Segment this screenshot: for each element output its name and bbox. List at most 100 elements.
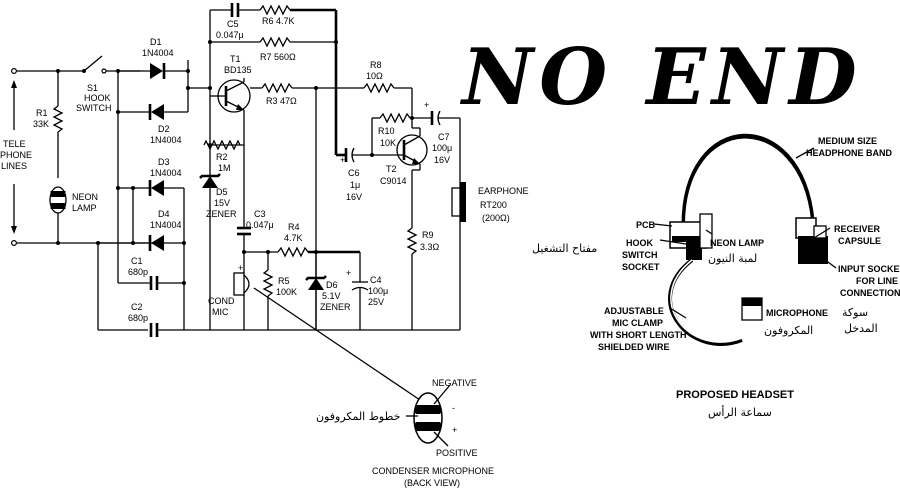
r1-label: R1: [36, 108, 48, 118]
mic-arabic-label: خطوط المكروفون: [316, 410, 400, 423]
mic-clamp-label-3: WITH SHORT LENGTH: [590, 330, 687, 340]
c6-value: 1μ: [350, 180, 360, 190]
mic-plus-sign: +: [452, 425, 457, 435]
c5-label: C5: [227, 19, 239, 29]
r8-label: R8: [370, 60, 382, 70]
mic-positive-label: POSITIVE: [436, 448, 478, 458]
s1-label-3: SWITCH: [76, 103, 112, 113]
t1-value: BD135: [224, 65, 252, 75]
d6-type: ZENER: [320, 302, 351, 312]
mic-clamp-label-2: MIC CLAMP: [612, 318, 663, 328]
neon-lamp-ar: لمبة النيون: [708, 252, 757, 265]
c2-value: 680p: [128, 313, 148, 323]
mic-plus: +: [238, 263, 243, 273]
r5-value: 100K: [276, 287, 297, 297]
c4-label: C4: [370, 275, 382, 285]
d2-value: 1N4004: [150, 135, 182, 145]
t1-label: T1: [230, 54, 241, 64]
earphone-model: RT200: [480, 200, 507, 210]
headset-caption-ar: سماعة الرأس: [708, 405, 772, 419]
c7-label: C7: [438, 132, 450, 142]
c6-plus: +: [340, 155, 345, 165]
terminal-bottom: [11, 240, 18, 247]
s1-label-2: HOOK: [84, 93, 111, 103]
input-socket-ar-1: سوكة: [842, 306, 868, 319]
mic-clamp-label-1: ADJUSTABLE: [604, 306, 664, 316]
input-section: TELE PHONE LINES S1 HOOK SWITCH R1 33K N…: [0, 55, 160, 331]
resistor-r2: [203, 139, 241, 151]
input-socket-label-1: INPUT SOCKET: [838, 264, 900, 274]
receiver-label-1: RECEIVER: [834, 224, 881, 234]
band-label-2: HEADPHONE BAND: [806, 148, 893, 158]
c3-label: C3: [254, 209, 266, 219]
resistor-r3: [261, 82, 293, 94]
r6-label: R6 4.7K: [262, 16, 295, 26]
input-socket-label-2: FOR LINE: [856, 276, 898, 286]
d3-label: D3: [158, 157, 170, 167]
r8-value: 10Ω: [366, 71, 383, 81]
r10-value: 10K: [380, 138, 396, 148]
resistor-r10: [379, 112, 411, 124]
r2-label: R2: [216, 152, 228, 162]
d6-value: 5.1V: [322, 291, 341, 301]
transistor-t2: [396, 134, 428, 166]
diode-d1: [150, 63, 163, 79]
cond-mic-label: COND: [208, 296, 235, 306]
microphone-ar: المكروفون: [764, 324, 813, 337]
r5-label: R5: [278, 276, 290, 286]
tele-label-3: LINES: [1, 161, 27, 171]
c1-value: 680p: [128, 267, 148, 277]
band-label-1: MEDIUM SIZE: [818, 136, 877, 146]
r2-value: 1M: [218, 163, 231, 173]
c2-label: C2: [131, 302, 143, 312]
r9-label: R9: [422, 230, 434, 240]
tele-label-2: PHONE: [0, 150, 32, 160]
diode-d3: [151, 180, 164, 196]
zener-d6: [308, 278, 324, 290]
earphone: [451, 187, 461, 217]
earphone-impedance: (200Ω): [482, 213, 510, 223]
condenser-mic: [233, 272, 245, 296]
s1-label: S1: [87, 83, 98, 93]
neon-label-1: NEON: [72, 192, 98, 202]
r9-value: 3.3Ω: [420, 242, 440, 252]
c4-plus: +: [346, 268, 351, 278]
c4-voltage: 25V: [368, 297, 384, 307]
resistor-r4: [277, 246, 309, 258]
mic-minus: -: [452, 403, 455, 413]
resistor-r8: [363, 82, 395, 94]
title: NO END: [459, 32, 863, 123]
pcb-label: PCB: [636, 220, 656, 230]
diode-d2: [151, 104, 164, 120]
d4-value: 1N4004: [150, 220, 182, 230]
mic-caption-2: (BACK VIEW): [404, 478, 460, 488]
headset: MEDIUM SIZE HEADPHONE BAND RECEIVER CAPS…: [532, 133, 900, 419]
d1-label: D1: [150, 37, 162, 47]
earphone-label: EARPHONE: [478, 186, 529, 196]
d1-value: 1N4004: [142, 48, 174, 58]
neon-lamp: [49, 186, 67, 214]
r4-value: 4.7K: [284, 233, 303, 243]
d4-label: D4: [158, 209, 170, 219]
t2-label: T2: [386, 164, 397, 174]
terminal-top: [11, 67, 18, 74]
headset-caption: PROPOSED HEADSET: [676, 389, 794, 401]
c4-value: 100μ: [368, 286, 388, 296]
c7-value: 100μ: [432, 143, 452, 153]
d2-label: D2: [158, 124, 170, 134]
t2-value: C9014: [380, 176, 407, 186]
d5-type: ZENER: [206, 209, 237, 219]
zener-d5: [202, 176, 218, 188]
c7-voltage: 16V: [434, 155, 450, 165]
cond-mic-label-2: MIC: [212, 307, 229, 317]
mic-caption-1: CONDENSER MICROPHONE: [372, 466, 494, 476]
r1-value: 33K: [33, 119, 49, 129]
d5-value: 15V: [214, 198, 230, 208]
hook-switch-s1: [83, 55, 103, 72]
d3-value: 1N4004: [150, 168, 182, 178]
bridge-rectifier: D1 1N4004 D2 1N4004 D3 1N4004 D4 1N4004: [98, 37, 210, 337]
resistor-r5: [262, 269, 274, 297]
c6-label: C6: [348, 168, 360, 178]
hook-socket-label-2: SWITCH: [622, 250, 658, 260]
c3-value: 0.047μ: [246, 220, 274, 230]
